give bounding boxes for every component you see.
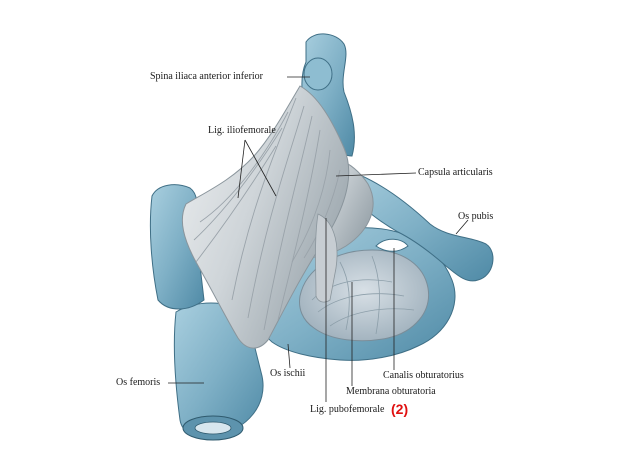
label-membrana-obturatoria: Membrana obturatoria (346, 386, 436, 397)
leader-lines (168, 76, 469, 402)
label-canalis-obturatorius: Canalis obturatorius (383, 370, 464, 381)
label-os-femoris: Os femoris (116, 377, 161, 388)
spina-tubercle (303, 57, 333, 91)
lig-iliofemorale-shape (181, 85, 350, 349)
marker-number: (2) (391, 401, 409, 417)
label-lig-iliofemorale: Lig. iliofemorale (208, 125, 276, 136)
leader-os-ischii (287, 343, 291, 369)
label-os-pubis: Os pubis (458, 211, 494, 222)
canalis-obturatorius-shape (375, 238, 409, 252)
leader-capsula (335, 172, 417, 177)
label-spina-iliaca: Spina iliaca anterior inferior (150, 71, 264, 82)
label-lig-pubofemorale: Lig. pubofemorale (310, 404, 385, 415)
label-os-ischii: Os ischii (270, 368, 306, 379)
label-capsula-articularis: Capsula articularis (418, 167, 493, 178)
os-pubis-shape (339, 167, 494, 282)
leader-os-pubis (455, 219, 469, 235)
leader-iliofemorale-b (244, 139, 277, 197)
femur-medulla (194, 421, 232, 435)
leader-iliofemorale-a (237, 139, 246, 199)
